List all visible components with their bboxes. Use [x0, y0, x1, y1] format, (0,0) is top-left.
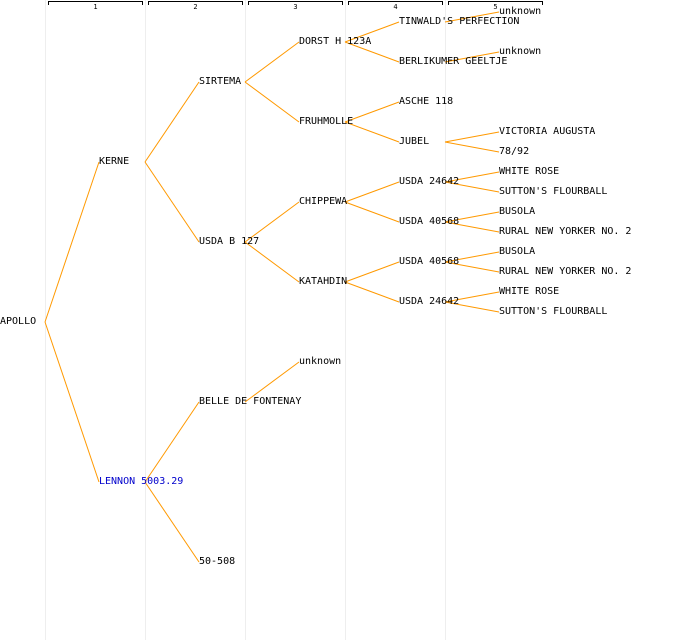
node-pmmmp[interactable]: WHITE ROSE	[499, 286, 560, 297]
node-mpp[interactable]: unknown	[299, 356, 342, 367]
node-ppmp[interactable]: ASCHE 118	[399, 96, 454, 107]
generation-label: 4	[393, 3, 398, 11]
connector-line	[344, 181, 400, 203]
connector-line	[344, 201, 400, 223]
connector-line	[444, 171, 500, 183]
connector-line	[344, 261, 400, 283]
node-pmpmm[interactable]: RURAL NEW YORKER NO. 2	[499, 226, 632, 237]
connector-line	[444, 301, 500, 313]
generation-bracket	[448, 1, 543, 5]
generation-bracket	[348, 1, 443, 5]
node-ppppp[interactable]: unknown	[499, 6, 542, 17]
column-separator	[145, 0, 146, 640]
node-pmp[interactable]: CHIPPEWA	[299, 196, 348, 207]
connector-line	[344, 101, 400, 123]
node-pp[interactable]: SIRTEMA	[199, 76, 242, 87]
connector-line	[344, 21, 400, 43]
connector-line	[344, 41, 400, 63]
node-ppmm[interactable]: JUBEL	[399, 136, 430, 147]
connector-line	[444, 221, 500, 233]
connector-line	[244, 361, 300, 403]
connector-line	[44, 321, 100, 483]
generation-label: 1	[93, 3, 98, 11]
node-pppp[interactable]: TINWALD'S PERFECTION	[399, 16, 520, 27]
connector-line	[444, 141, 500, 153]
generation-label: 3	[293, 3, 298, 11]
node-pmmpp[interactable]: BUSOLA	[499, 246, 536, 257]
node-ppm[interactable]: FRUHMOLLE	[299, 116, 354, 127]
connector-line	[344, 121, 400, 143]
node-pmm[interactable]: KATAHDIN	[299, 276, 348, 287]
generation-label: 2	[193, 3, 198, 11]
node-pmmm[interactable]: USDA 24642	[399, 296, 460, 307]
node-pmppm[interactable]: SUTTON'S FLOURBALL	[499, 186, 608, 197]
column-separator	[345, 0, 346, 640]
connector-line	[244, 81, 300, 123]
connector-line	[444, 11, 500, 23]
node-ppppm[interactable]: unknown	[499, 46, 542, 57]
node-pmpp[interactable]: USDA 24642	[399, 176, 460, 187]
node-pppm[interactable]: BERLIKUMER GEELTJE	[399, 56, 508, 67]
connector-line	[144, 481, 200, 563]
node-ppmmp[interactable]: VICTORIA AUGUSTA	[499, 126, 596, 137]
connector-line	[444, 261, 500, 273]
generation-label: 5	[493, 3, 498, 11]
generation-bracket	[48, 1, 143, 5]
node-sire[interactable]: KERNE	[99, 156, 130, 167]
connector-line	[144, 81, 200, 163]
connector-line	[344, 281, 400, 303]
connector-line	[44, 161, 100, 323]
connector-line	[444, 211, 500, 223]
connector-line	[444, 251, 500, 263]
node-root[interactable]: APOLLO	[0, 316, 37, 327]
connector-line	[444, 51, 500, 63]
node-pmmpm[interactable]: RURAL NEW YORKER NO. 2	[499, 266, 632, 277]
connector-line	[444, 131, 500, 143]
node-mm[interactable]: 50-508	[199, 556, 236, 567]
node-pmpmp[interactable]: BUSOLA	[499, 206, 536, 217]
column-separator	[245, 0, 246, 640]
connector-line	[444, 291, 500, 303]
node-pmmmm[interactable]: SUTTON'S FLOURBALL	[499, 306, 608, 317]
generation-bracket	[148, 1, 243, 5]
connector-line	[244, 201, 300, 243]
node-pmmp[interactable]: USDA 40568	[399, 256, 460, 267]
column-separator	[445, 0, 446, 640]
connector-line	[244, 241, 300, 283]
connector-line	[144, 161, 200, 243]
node-pmpm[interactable]: USDA 40568	[399, 216, 460, 227]
node-pm[interactable]: USDA B 127	[199, 236, 260, 247]
node-mp[interactable]: BELLE DE FONTENAY	[199, 396, 302, 407]
node-dam-link[interactable]: LENNON 5003.29	[99, 476, 184, 487]
connector-line	[144, 401, 200, 483]
node-pmppp[interactable]: WHITE ROSE	[499, 166, 560, 177]
node-ppp[interactable]: DORST H 123A	[299, 36, 372, 47]
connector-line	[444, 181, 500, 193]
generation-bracket	[248, 1, 343, 5]
connector-line	[244, 41, 300, 83]
node-ppmmm[interactable]: 78/92	[499, 146, 530, 157]
